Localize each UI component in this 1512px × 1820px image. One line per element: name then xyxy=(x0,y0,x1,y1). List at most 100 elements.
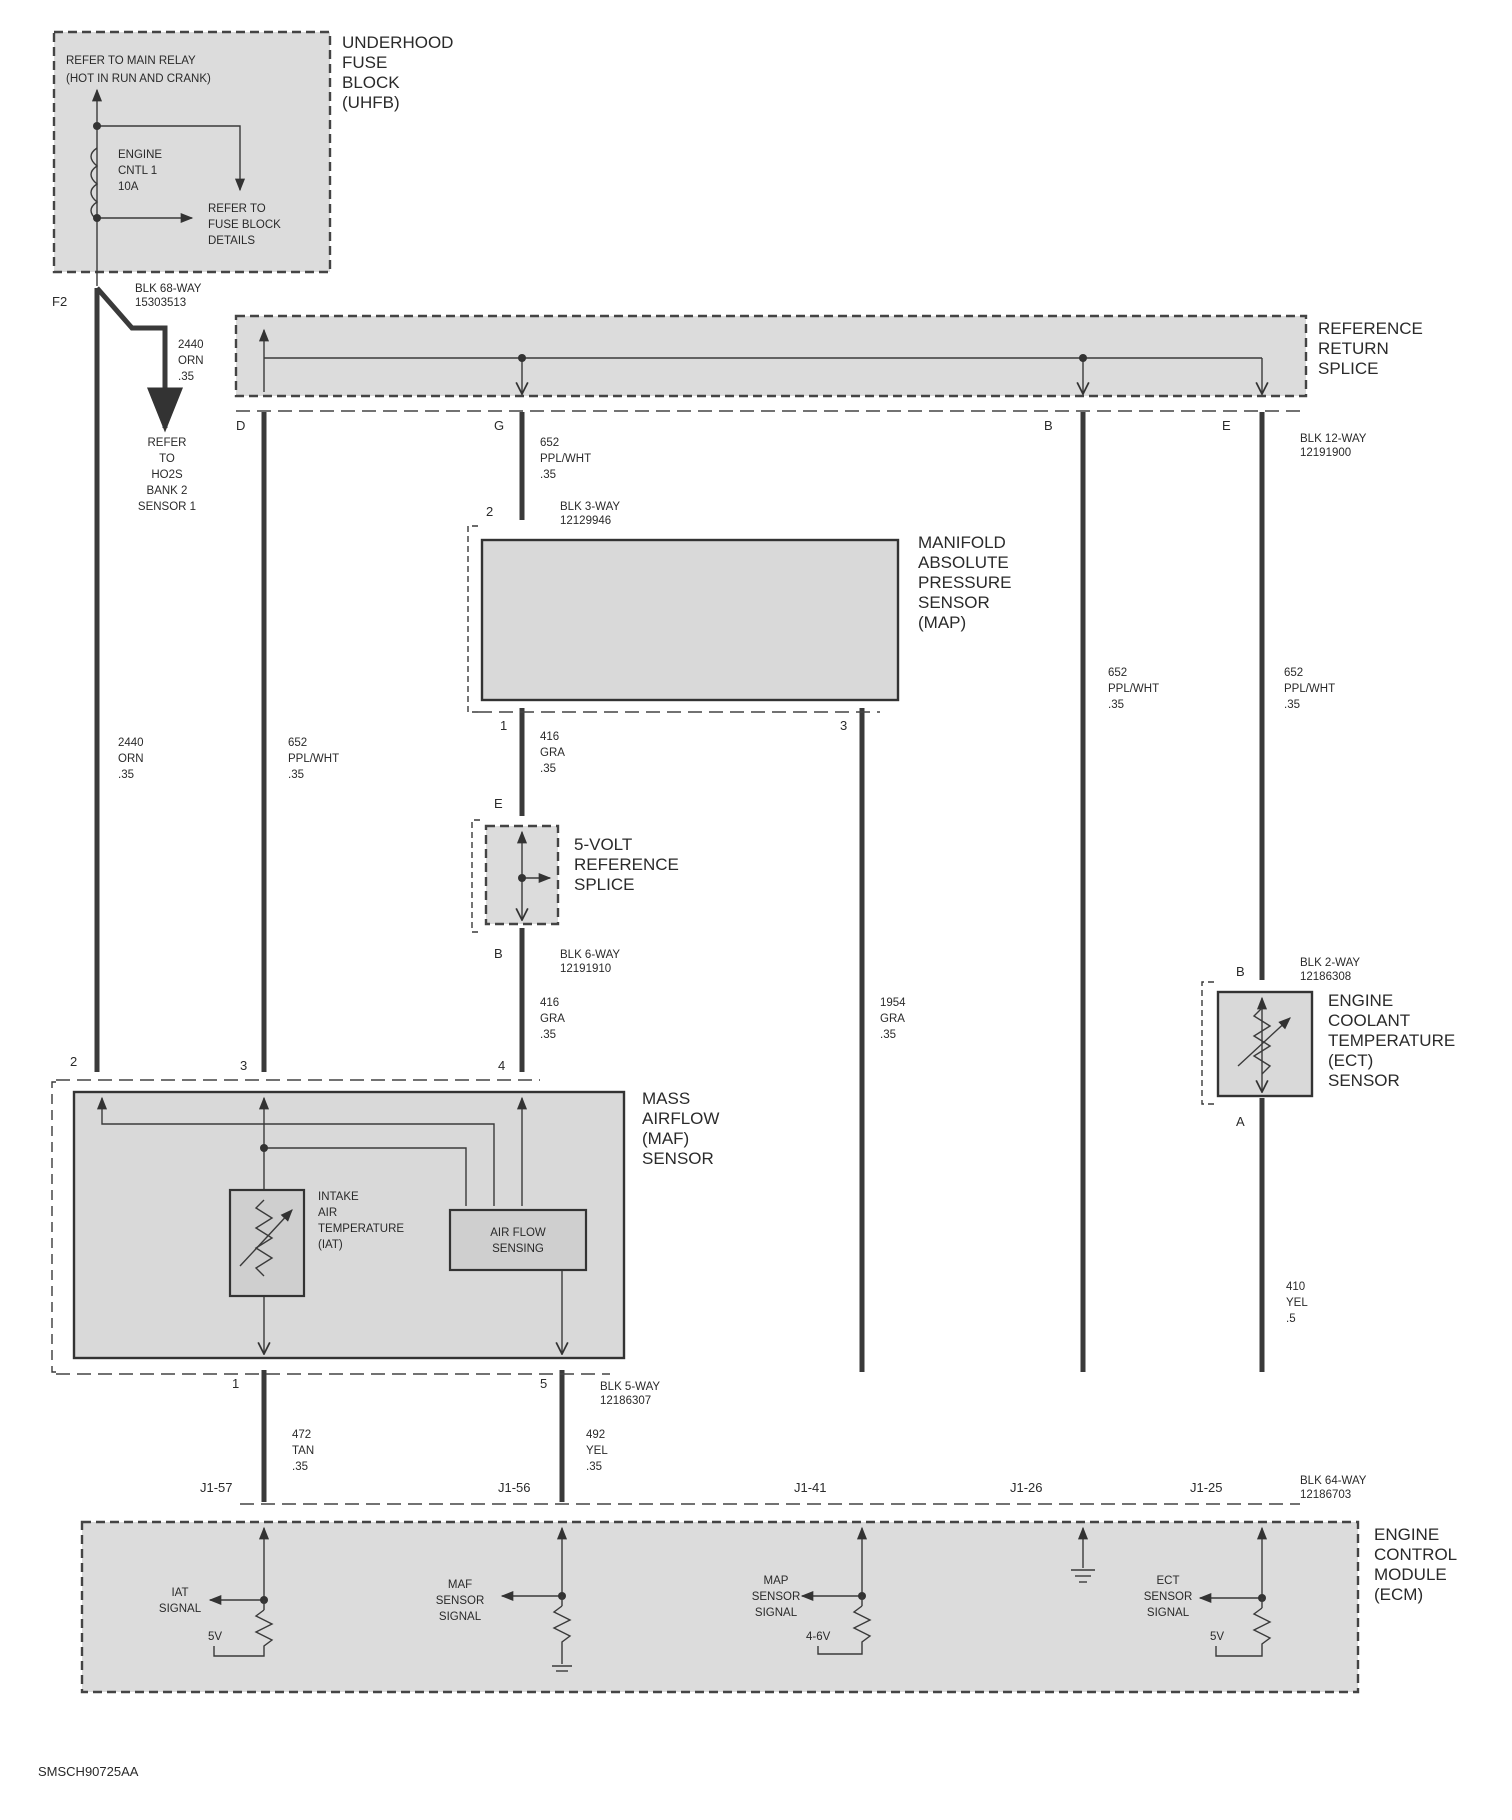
w416b-l3: .35 xyxy=(540,1029,556,1041)
ho2s-ref-l1: REFER xyxy=(148,437,187,449)
ho2s-wire-l2: ORN xyxy=(178,355,204,367)
uhfb-pin: F2 xyxy=(52,294,67,309)
ecm-ect-5v: 5V xyxy=(1210,1631,1224,1643)
w410-l2: YEL xyxy=(1286,1297,1308,1309)
ho2s-ref-l4: BANK 2 xyxy=(147,485,188,497)
w2440-l2: ORN xyxy=(118,753,144,765)
ecm-pin-j125: J1-25 xyxy=(1190,1480,1223,1495)
fuse-l3: 10A xyxy=(118,181,139,193)
ecm-maf-l2: SENSOR xyxy=(436,1595,485,1607)
w652c-l1: 652 xyxy=(1108,667,1127,679)
w492-l3: .35 xyxy=(586,1461,602,1473)
map-sensor-box xyxy=(480,538,900,702)
map-conn-l1: BLK 3-WAY xyxy=(560,501,620,513)
ect-conn-l2: 12186308 xyxy=(1300,971,1351,983)
w652c-l3: .35 xyxy=(1108,699,1124,711)
w2440-l3: .35 xyxy=(118,769,134,781)
splice5v-group: E B BLK 6-WAY 12191910 5-VOLT REFERENCE … xyxy=(471,796,679,975)
ecm-iat-l2: SIGNAL xyxy=(159,1603,202,1615)
w492-l1: 492 xyxy=(586,1429,605,1441)
maf-pin-2: 2 xyxy=(70,1054,77,1069)
ecm-map-l3: SIGNAL xyxy=(755,1607,798,1619)
ect-title-l3: TEMPERATURE xyxy=(1328,1031,1455,1050)
ecm-pin-j156: J1-56 xyxy=(498,1480,531,1495)
ecm-ect-l2: SENSOR xyxy=(1144,1591,1193,1603)
ect-title-l2: COOLANT xyxy=(1328,1011,1410,1030)
w652b-l3: .35 xyxy=(540,469,556,481)
uhfb-title-l1: UNDERHOOD xyxy=(342,33,453,52)
ecm-title-l3: MODULE xyxy=(1374,1565,1447,1584)
maf-pin-4: 4 xyxy=(498,1058,505,1073)
ref-return-pin-e: E xyxy=(1222,418,1231,433)
ect-pin-b: B xyxy=(1236,964,1245,979)
splice5v-title-l1: 5-VOLT xyxy=(574,835,632,854)
main-relay-arrow xyxy=(97,125,246,192)
w1954-l2: GRA xyxy=(880,1013,905,1025)
w652a-l1: 652 xyxy=(288,737,307,749)
maf-pin-5: 5 xyxy=(540,1376,547,1391)
ecm-pin-j157: J1-57 xyxy=(200,1480,233,1495)
w652a-l2: PPL/WHT xyxy=(288,753,339,765)
main-relay-l1: REFER TO MAIN RELAY xyxy=(66,55,196,67)
maf-conn-l1: BLK 5-WAY xyxy=(600,1381,660,1393)
w472-l1: 472 xyxy=(292,1429,311,1441)
fuse-details-l1: REFER TO xyxy=(208,203,266,215)
fuse-details-l3: DETAILS xyxy=(208,235,255,247)
ecm-map-l1: MAP xyxy=(764,1575,789,1587)
ecm-box xyxy=(80,1520,1360,1694)
w652d-l3: .35 xyxy=(1284,699,1300,711)
splice5v-title-l3: SPLICE xyxy=(574,875,634,894)
w472-l2: TAN xyxy=(292,1445,314,1457)
ecm-conn-l1: BLK 64-WAY xyxy=(1300,1475,1367,1487)
uhfb-conn-l2: 15303513 xyxy=(135,297,186,309)
ecm-conn-l2: 12186703 xyxy=(1300,1489,1351,1501)
ecm-title-l4: (ECM) xyxy=(1374,1585,1423,1604)
ho2s-ref-l3: HO2S xyxy=(151,469,183,481)
ecm-group: J1-57 J1-56 J1-41 J1-26 J1-25 BLK 64-WAY… xyxy=(80,1475,1457,1694)
w652d-l1: 652 xyxy=(1284,667,1303,679)
ecm-maf-l1: MAF xyxy=(448,1579,472,1591)
ect-sensor-group: B A BLK 2-WAY 12186308 ENGINE COOLANT TE… xyxy=(1201,957,1455,1129)
w652c-l2: PPL/WHT xyxy=(1108,683,1159,695)
ecm-map-46v: 4-6V xyxy=(806,1631,831,1643)
map-pin-1: 1 xyxy=(500,718,507,733)
iat-l4: (IAT) xyxy=(318,1239,343,1251)
splice5v-conn-l2: 12191910 xyxy=(560,963,611,975)
ecm-pin-j126: J1-26 xyxy=(1010,1480,1043,1495)
ref-return-pin-d: D xyxy=(236,418,245,433)
splice5v-pin-e: E xyxy=(494,796,503,811)
ref-return-title-l2: RETURN xyxy=(1318,339,1389,358)
w652b-l2: PPL/WHT xyxy=(540,453,591,465)
ref-return-title-l1: REFERENCE xyxy=(1318,319,1423,338)
ecm-pin-j141: J1-41 xyxy=(794,1480,827,1495)
ecm-map-l2: SENSOR xyxy=(752,1591,801,1603)
ect-sensor-box xyxy=(1216,990,1314,1098)
ref-return-title-l3: SPLICE xyxy=(1318,359,1378,378)
ho2s-wire xyxy=(95,286,183,433)
iat-l1: INTAKE xyxy=(318,1191,359,1203)
ho2s-wire-l3: .35 xyxy=(178,371,194,383)
ref-return-pin-b: B xyxy=(1044,418,1053,433)
map-title-l1: MANIFOLD xyxy=(918,533,1006,552)
w1954-l1: 1954 xyxy=(880,997,906,1009)
iat-l2: AIR xyxy=(318,1207,337,1219)
ect-conn-l1: BLK 2-WAY xyxy=(1300,957,1360,969)
map-conn-l2: 12129946 xyxy=(560,515,611,527)
ref-return-group: REFERENCE RETURN SPLICE D G B E BLK 12-W… xyxy=(234,314,1423,459)
uhfb-conn-l1: BLK 68-WAY xyxy=(135,283,202,295)
ref-return-pin-g: G xyxy=(494,418,504,433)
fuse-details-l2: FUSE BLOCK xyxy=(208,219,281,231)
splice5v-conn-l1: BLK 6-WAY xyxy=(560,949,620,961)
ect-title-l4: (ECT) xyxy=(1328,1051,1373,1070)
airflow-sensing-box xyxy=(448,1208,588,1272)
ho2s-group: 2440 ORN .35 REFER TO HO2S BANK 2 SENSOR… xyxy=(95,286,204,513)
ecm-ect-l1: ECT xyxy=(1157,1575,1180,1587)
ho2s-ref-l2: TO xyxy=(159,453,175,465)
airflow-l1: AIR FLOW xyxy=(490,1227,546,1239)
fuse-symbol xyxy=(90,147,99,221)
w416b-l2: GRA xyxy=(540,1013,565,1025)
ecm-iat-5v: 5V xyxy=(208,1631,222,1643)
ecm-ect-l3: SIGNAL xyxy=(1147,1607,1190,1619)
